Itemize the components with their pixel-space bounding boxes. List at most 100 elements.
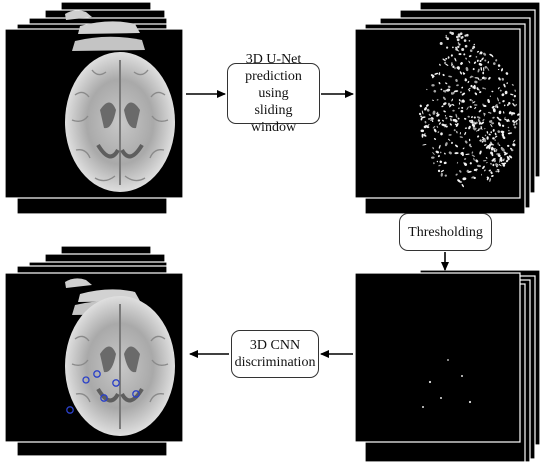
speckle	[458, 43, 461, 46]
speckle	[498, 102, 501, 104]
speckle	[494, 135, 498, 138]
speckle	[445, 63, 449, 66]
speckle	[482, 118, 485, 122]
unet-prediction-box: 3D U-Net prediction using sliding window	[227, 52, 320, 135]
speckle	[441, 123, 446, 127]
speckle	[491, 122, 495, 125]
speckle	[424, 120, 427, 124]
speckle	[497, 154, 501, 158]
speckle	[442, 58, 446, 62]
speckle	[512, 143, 516, 147]
speckle	[507, 132, 513, 135]
speckle	[491, 105, 495, 109]
speckle	[502, 135, 506, 140]
speckle	[445, 117, 448, 120]
speckle	[419, 104, 422, 108]
speckle	[508, 102, 511, 105]
input-mri-stack	[4, 1, 184, 215]
speckle	[507, 103, 509, 107]
speckle	[486, 144, 490, 148]
speckle	[514, 89, 516, 92]
speckle	[488, 148, 491, 150]
speckle	[459, 136, 463, 138]
speckle	[486, 136, 489, 140]
speckle	[455, 48, 458, 51]
speckle	[425, 124, 428, 128]
speckle	[467, 115, 470, 118]
speckle	[490, 171, 493, 175]
speckle	[479, 139, 483, 141]
brain-slice	[65, 296, 175, 436]
speckle	[457, 179, 461, 183]
speckle	[445, 82, 448, 85]
speckle	[420, 129, 425, 133]
speckle	[483, 67, 485, 72]
speckle	[443, 110, 446, 113]
speckle	[421, 110, 424, 115]
speckle	[441, 105, 444, 108]
speckle	[505, 159, 509, 163]
speckle	[480, 126, 483, 131]
speckle	[436, 113, 440, 117]
thresholding-box: Thresholding	[399, 213, 492, 251]
speckle	[504, 116, 506, 120]
speckle	[454, 57, 457, 62]
speckle	[444, 115, 447, 117]
speckle	[474, 80, 478, 84]
speckle	[472, 68, 475, 71]
speckle	[451, 91, 455, 95]
speckle	[498, 144, 501, 146]
speckle	[475, 92, 478, 96]
speckle	[465, 153, 470, 155]
speckle	[433, 128, 437, 133]
thresholded-stack	[354, 269, 541, 463]
speckle	[464, 127, 468, 129]
speckle	[444, 123, 447, 128]
speckle	[471, 121, 474, 124]
speckle	[478, 128, 482, 130]
speckle	[459, 100, 463, 102]
speckle	[501, 132, 505, 137]
speckle	[420, 117, 423, 121]
speckle	[456, 130, 458, 134]
speckle	[476, 59, 479, 62]
speckle	[492, 137, 495, 140]
speckle	[464, 44, 468, 48]
speckle	[487, 61, 490, 64]
speckle	[476, 87, 479, 91]
cnn-result-stack	[4, 245, 184, 457]
speckle	[445, 57, 448, 60]
speckle	[486, 67, 490, 71]
speckle	[451, 141, 453, 144]
speckle	[507, 118, 510, 122]
speckle	[505, 72, 509, 75]
speckle	[443, 161, 447, 165]
speckle	[501, 124, 505, 127]
speckle-map	[418, 31, 521, 188]
speckle	[466, 33, 469, 37]
speckle	[477, 135, 480, 138]
speckle	[476, 116, 481, 119]
speckle	[466, 169, 469, 173]
speckle	[478, 62, 483, 66]
speckle	[492, 116, 495, 119]
speckle	[480, 121, 485, 125]
speckle	[474, 77, 479, 79]
speckle	[456, 161, 459, 164]
speckle	[469, 105, 472, 108]
speckle	[455, 144, 458, 148]
speckle	[448, 75, 453, 78]
speckle	[482, 138, 484, 141]
speckle	[497, 68, 500, 71]
speckle	[470, 84, 473, 88]
speckle	[432, 110, 436, 115]
speckle	[469, 49, 473, 53]
speckle	[501, 93, 505, 97]
speckle	[514, 119, 519, 123]
speckle	[462, 177, 467, 181]
speckle	[468, 138, 471, 142]
speckle	[511, 83, 514, 86]
speckle	[481, 76, 485, 80]
cnn-discrimination-box: 3D CNN discrimination	[231, 330, 319, 378]
